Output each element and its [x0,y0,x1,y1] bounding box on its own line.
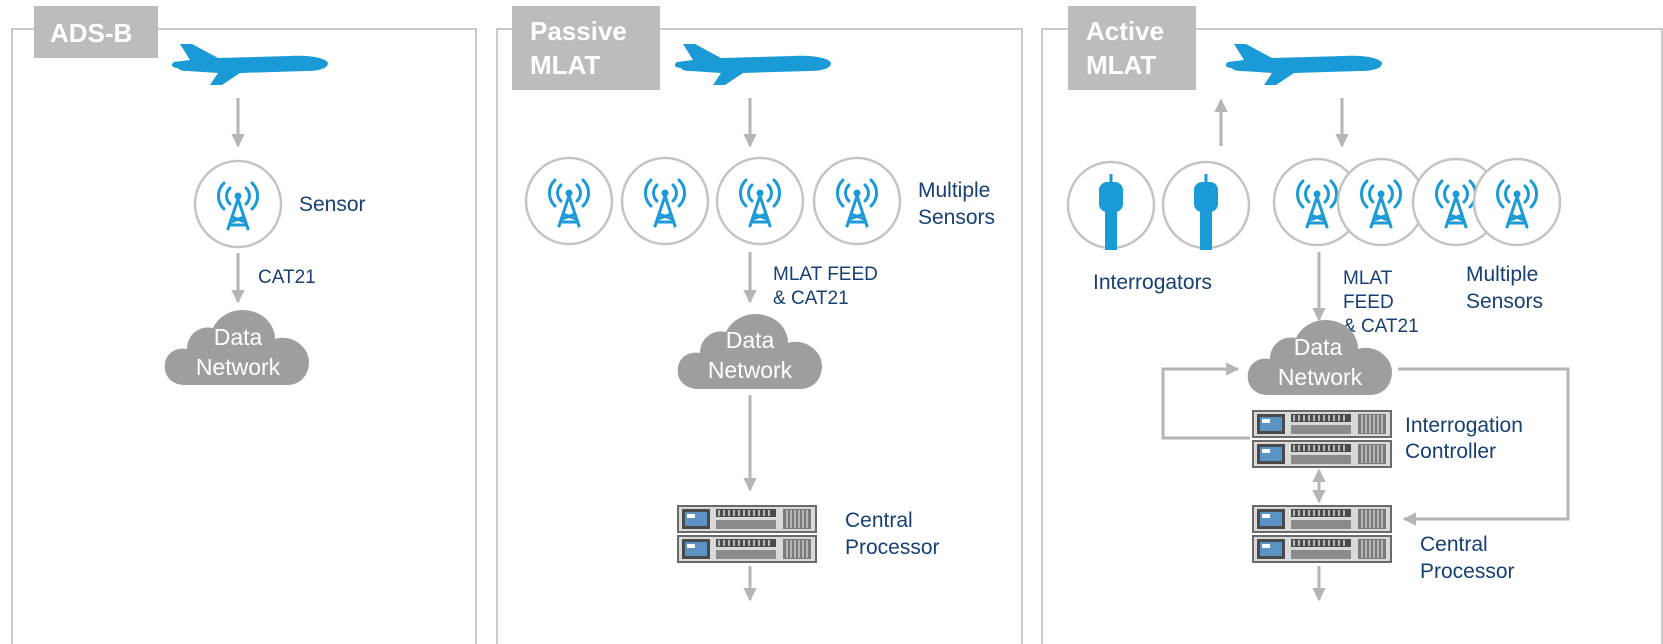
radio-tower-icon [193,159,283,249]
panel-adsb: ADS-B Sensor CAT21 Data Network [11,6,477,644]
feed-label-line3: & CAT21 [1343,316,1419,337]
radio-tower-icon [1472,157,1562,247]
panel-active-title-line1: Active [1086,16,1164,46]
feed-label-line1: MLAT FEED [773,264,878,285]
arrow-loop-controller-to-network [1161,362,1250,440]
sensors-label-line1: Multiple [918,179,990,202]
arrow-network-to-processor [1398,367,1570,526]
server-rack-icon [1252,410,1392,438]
panel-passive-title-line1: Passive [530,16,627,46]
radio-tower-icon [524,156,614,246]
controller-label-line1: Interrogation [1405,414,1523,437]
server-rack-icon [1252,535,1392,563]
network-label-line2: Network [1278,364,1363,390]
radio-tower-icon [812,156,902,246]
radio-tower-icon [715,156,805,246]
network-label-line2: Network [196,354,281,380]
radio-tower-icon [1336,157,1426,247]
processor-label-line2: Processor [1420,560,1515,583]
processor-label-line1: Central [1420,533,1488,556]
network-label-line1: Data [1294,334,1343,360]
sensors-label-line2: Sensors [918,206,995,229]
panel-adsb-frame [11,28,477,644]
feed-label-line2: FEED [1343,292,1394,313]
panel-passive-mlat: Passive MLAT Multiple Sensors MLAT FEED … [496,6,1023,644]
panel-active-frame [1041,28,1663,644]
airplane-icon [171,44,328,85]
interrogator-antenna-icon [1161,160,1251,250]
airplane-icon [1225,44,1382,85]
sensors-label-line1: Multiple [1466,263,1538,286]
panel-adsb-tab [34,6,158,58]
panel-active-title-line2: MLAT [1086,50,1156,80]
interrogator-antenna-icon [1066,160,1156,250]
network-label-line1: Data [726,327,775,353]
controller-label-line2: Controller [1405,440,1496,463]
interrogators-label: Interrogators [1093,271,1212,294]
sensor-label: Sensor [299,193,366,216]
panel-passive-frame [496,28,1023,644]
feed-label-line2: & CAT21 [773,288,849,309]
server-rack-icon [677,505,817,533]
panel-adsb-title: ADS-B [50,18,132,48]
server-rack-icon [1252,505,1392,533]
network-label-line1: Data [214,324,263,350]
radio-tower-icon [620,156,710,246]
server-rack-icon [1252,440,1392,468]
processor-label-line2: Processor [845,536,940,559]
sensors-label-line2: Sensors [1466,290,1543,313]
network-label-line2: Network [708,357,793,383]
airplane-icon [674,44,831,85]
panel-active-mlat: Active MLAT Interrogators MLAT FEED & CA… [1041,6,1663,644]
server-rack-icon [677,535,817,563]
processor-label-line1: Central [845,509,913,532]
panel-passive-tab [512,6,660,90]
panel-passive-title-line2: MLAT [530,50,600,80]
cat21-label: CAT21 [258,267,316,288]
panel-active-tab [1068,6,1196,90]
feed-label-line1: MLAT [1343,268,1393,289]
